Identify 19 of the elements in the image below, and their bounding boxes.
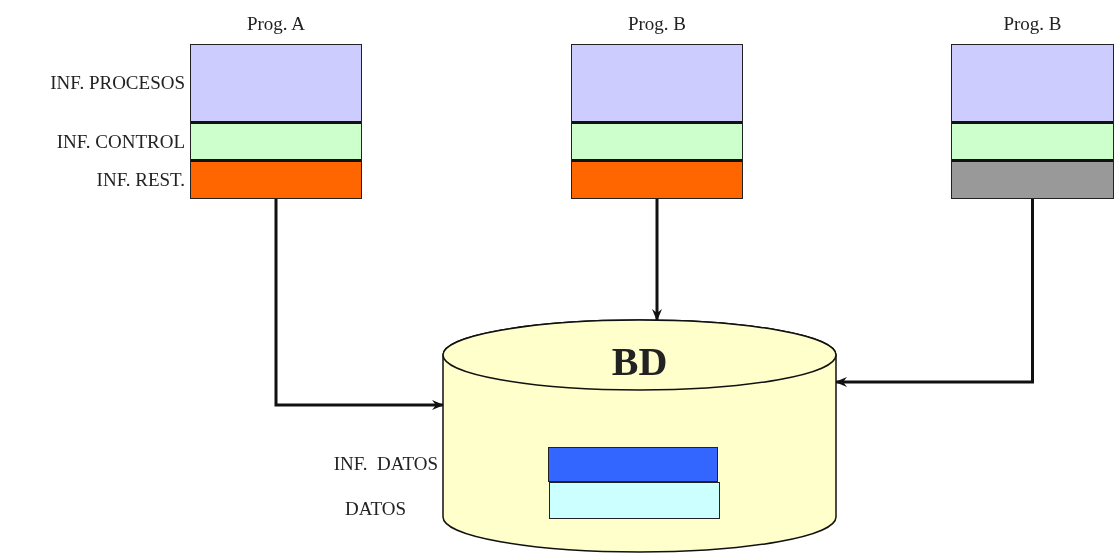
memory-segment bbox=[572, 121, 742, 159]
side-label: INF. PROCESOS bbox=[50, 72, 185, 94]
memory-segment bbox=[952, 121, 1113, 159]
memory-segment bbox=[572, 159, 742, 198]
arrow bbox=[274, 197, 444, 410]
part-label: INF. DATOS bbox=[332, 453, 438, 475]
arrow bbox=[652, 197, 662, 321]
program-heading: Prog. A bbox=[245, 13, 307, 35]
database-title: BD bbox=[610, 338, 669, 385]
data-block bbox=[548, 447, 718, 482]
memory-segment bbox=[572, 45, 742, 121]
memory-segment bbox=[952, 45, 1113, 121]
memory-segment bbox=[952, 159, 1113, 198]
side-label: INF. CONTROL bbox=[56, 130, 185, 153]
data-block bbox=[549, 482, 720, 519]
program-heading: Prog. B bbox=[626, 13, 688, 35]
program-heading: Prog. B bbox=[1002, 13, 1063, 35]
side-label: INF. REST. bbox=[96, 169, 185, 191]
part-label: DATOS bbox=[344, 498, 406, 520]
